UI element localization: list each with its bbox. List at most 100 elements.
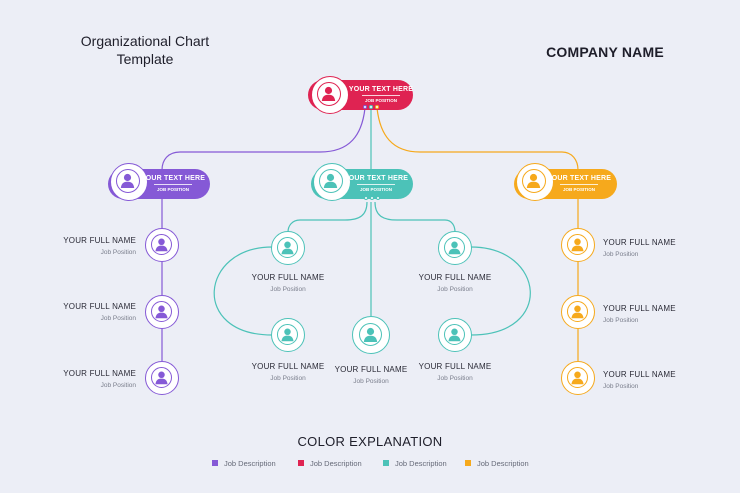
teal-member-2-label: YOUR FULL NAME Job Position — [400, 273, 510, 294]
teal-member-4-avatar[interactable] — [352, 316, 390, 354]
person-icon — [526, 173, 541, 188]
legend-swatch — [212, 460, 218, 466]
member-position: Job Position — [603, 251, 639, 258]
member-name: YOUR FULL NAME — [418, 362, 492, 371]
member-position: Job Position — [270, 375, 306, 382]
person-icon — [363, 327, 378, 342]
orange-member-2-label: YOUR FULL NAME Job Position — [603, 304, 713, 325]
teal-member-1-label: YOUR FULL NAME Job Position — [233, 273, 343, 294]
node-top-title: YOUR TEXT HERE — [348, 86, 414, 93]
teal-member-2-avatar[interactable] — [438, 231, 472, 265]
member-position: Job Position — [100, 315, 136, 322]
legend-label: Job Description — [477, 458, 529, 468]
node-teal-title: YOUR TEXT HERE — [343, 175, 409, 182]
person-icon — [448, 241, 461, 255]
member-name: YOUR FULL NAME — [63, 236, 136, 245]
purple-member-1-label: YOUR FULL NAME Job Position — [26, 236, 136, 257]
node-orange-lead[interactable]: YOUR TEXT HERE JOB POSITION — [514, 163, 617, 201]
connector-top-orange — [376, 107, 579, 171]
teal-member-4-label: YOUR FULL NAME Job Position — [316, 365, 426, 386]
legend-label: Job Description — [395, 458, 447, 468]
member-position: Job Position — [353, 378, 389, 385]
orange-member-3-avatar[interactable] — [561, 361, 595, 395]
legend-item-orange: Job Description — [465, 457, 529, 469]
orange-member-3-label: YOUR FULL NAME Job Position — [603, 370, 713, 391]
orange-member-2-avatar[interactable] — [561, 295, 595, 329]
node-teal-sub: JOB POSITION — [359, 187, 392, 192]
purple-member-3-label: YOUR FULL NAME Job Position — [26, 369, 136, 390]
node-orange-sub: JOB POSITION — [562, 187, 595, 192]
node-top-manager[interactable]: YOUR TEXT HERE JOB POSITION — [308, 76, 414, 114]
purple-member-2-label: YOUR FULL NAME Job Position — [26, 302, 136, 323]
connector-top-purple — [161, 107, 366, 171]
person-icon — [155, 305, 168, 319]
connector-teal-left — [287, 201, 368, 233]
connector-teal-left-loop — [213, 246, 273, 336]
person-icon — [571, 238, 584, 252]
legend-swatch — [298, 460, 304, 466]
node-top-divider — [362, 95, 400, 96]
member-name: YOUR FULL NAME — [603, 370, 676, 379]
purple-member-3-avatar[interactable] — [145, 361, 179, 395]
teal-member-5-avatar[interactable] — [438, 318, 472, 352]
purple-member-1-avatar[interactable] — [145, 228, 179, 262]
legend-item-teal: Job Description — [383, 457, 447, 469]
legend-item-red: Job Description — [298, 457, 362, 469]
legend-label: Job Description — [310, 458, 362, 468]
node-top-connector-dots — [362, 105, 380, 109]
member-position: Job Position — [603, 383, 639, 390]
node-teal-divider — [357, 184, 395, 185]
node-teal-avatar-ring — [313, 163, 351, 201]
chart-title-line2: Template — [116, 51, 174, 67]
node-orange-title: YOUR TEXT HERE — [546, 175, 612, 182]
person-icon — [571, 305, 584, 319]
legend-item-purple: Job Description — [212, 457, 276, 469]
node-teal-connector-dots — [363, 196, 381, 200]
purple-member-2-avatar[interactable] — [145, 295, 179, 329]
teal-member-3-label: YOUR FULL NAME Job Position — [233, 362, 343, 383]
legend-title: COLOR EXPLANATION — [297, 434, 443, 449]
node-purple-lead[interactable]: YOUR TEXT HERE JOB POSITION — [108, 163, 210, 201]
member-name: YOUR FULL NAME — [251, 273, 325, 282]
person-icon — [448, 328, 461, 342]
member-name: YOUR FULL NAME — [63, 369, 136, 378]
node-orange-divider — [560, 184, 598, 185]
node-purple-avatar-ring — [110, 163, 148, 201]
teal-member-3-avatar[interactable] — [271, 318, 305, 352]
member-position: Job Position — [437, 286, 473, 293]
person-icon — [323, 173, 338, 188]
member-position: Job Position — [270, 286, 306, 293]
node-purple-sub: JOB POSITION — [156, 187, 189, 192]
chart-title-line1: Organizational Chart — [80, 33, 210, 49]
legend-swatch — [465, 460, 471, 466]
node-orange-avatar-ring — [516, 163, 554, 201]
legend-swatch — [383, 460, 389, 466]
member-position: Job Position — [437, 375, 473, 382]
company-name: COMPANY NAME — [546, 44, 664, 60]
legend-label: Job Description — [224, 458, 276, 468]
member-name: YOUR FULL NAME — [603, 238, 676, 247]
connector-teal-right-loop — [470, 246, 531, 336]
teal-member-1-avatar[interactable] — [271, 231, 305, 265]
node-teal-lead[interactable]: YOUR TEXT HERE JOB POSITION — [311, 163, 413, 201]
node-purple-divider — [154, 184, 192, 185]
member-position: Job Position — [100, 382, 136, 389]
member-position: Job Position — [100, 249, 136, 256]
member-name: YOUR FULL NAME — [334, 365, 408, 374]
node-top-avatar-ring — [311, 76, 349, 114]
member-name: YOUR FULL NAME — [63, 302, 136, 311]
person-icon — [120, 173, 135, 188]
person-icon — [155, 238, 168, 252]
node-top-sub: JOB POSITION — [364, 98, 397, 103]
orange-member-1-avatar[interactable] — [561, 228, 595, 262]
person-icon — [281, 241, 294, 255]
chart-title: Organizational Chart Template — [60, 32, 230, 68]
person-icon — [571, 371, 584, 385]
teal-member-5-label: YOUR FULL NAME Job Position — [400, 362, 510, 383]
node-purple-title: YOUR TEXT HERE — [140, 175, 206, 182]
person-icon — [155, 371, 168, 385]
member-position: Job Position — [603, 317, 639, 324]
person-icon — [321, 86, 336, 101]
member-name: YOUR FULL NAME — [418, 273, 492, 282]
